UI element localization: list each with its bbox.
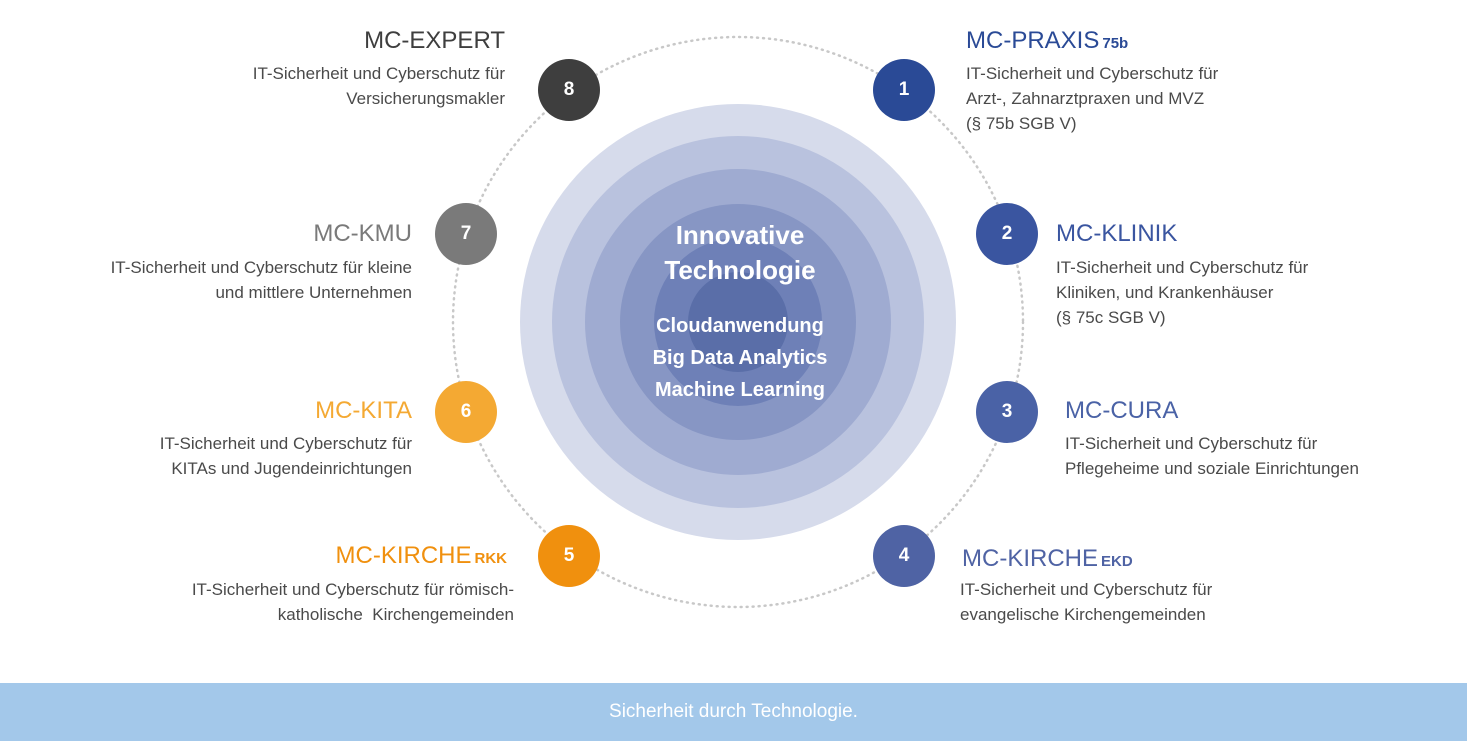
title-suffix: EKD — [1101, 553, 1133, 570]
title-text: MC-EXPERT — [364, 27, 505, 54]
product-desc-mc-praxis: IT-Sicherheit und Cyberschutz für Arzt-,… — [966, 61, 1218, 136]
number-badge-7: 7 — [435, 203, 497, 265]
desc-line: Pflegeheime und soziale Einrichtungen — [1065, 459, 1359, 478]
desc-line: Kliniken, und Krankenhäuser — [1056, 283, 1274, 302]
center-item-bigdata: Big Data Analytics — [652, 347, 828, 369]
center-item-ml: Machine Learning — [654, 379, 826, 401]
title-text: MC-PRAXIS — [966, 27, 1100, 54]
desc-line: (§ 75b SGB V) — [966, 114, 1077, 133]
title-text: MC-KMU — [313, 220, 412, 247]
desc-line: evangelische Kirchengemeinden — [960, 605, 1206, 624]
desc-line: Versicherungsmakler — [346, 89, 505, 108]
center-title-line2: Technologie — [664, 255, 816, 285]
ring-core — [688, 272, 788, 372]
product-desc-mc-klinik: IT-Sicherheit und Cyberschutz für Klinik… — [1056, 255, 1308, 330]
desc-line: (§ 75c SGB V) — [1056, 308, 1166, 327]
number-badge-6: 6 — [435, 381, 497, 443]
desc-line: IT-Sicherheit und Cyberschutz für kleine — [110, 258, 412, 277]
footer-banner: Sicherheit durch Technologie. — [0, 683, 1467, 741]
desc-line: IT-Sicherheit und Cyberschutz für — [1065, 434, 1318, 453]
desc-line: IT-Sicherheit und Cyberschutz für — [966, 64, 1219, 83]
dotted-orbit — [451, 35, 1025, 609]
title-text: MC-KIRCHE — [962, 545, 1098, 572]
product-title-mc-kita[interactable]: MC-KITA — [315, 396, 412, 426]
number-badge-8: 8 — [538, 59, 600, 121]
desc-line: IT-Sicherheit und Cyberschutz für — [252, 64, 505, 83]
number-badge-5: 5 — [538, 525, 600, 587]
title-suffix: RKK — [474, 550, 508, 567]
title-text: MC-KIRCHE — [335, 542, 472, 569]
number-badge-2: 2 — [976, 203, 1038, 265]
product-desc-mc-expert: IT-Sicherheit und Cyberschutz für Versic… — [253, 61, 505, 111]
product-title-mc-cura[interactable]: MC-CURA — [1065, 396, 1178, 426]
product-desc-mc-kirche-rkk: IT-Sicherheit und Cyberschutz für römisc… — [192, 577, 514, 627]
desc-line: und mittlere Unternehmen — [215, 283, 412, 302]
product-desc-mc-kirche-ekd: IT-Sicherheit und Cyberschutz für evange… — [960, 577, 1212, 627]
center-title: Innovative Technologie — [590, 218, 890, 288]
product-title-mc-klinik[interactable]: MC-KLINIK — [1056, 219, 1177, 249]
title-text: MC-KITA — [315, 397, 412, 424]
number-badge-1: 1 — [873, 59, 935, 121]
title-text: MC-CURA — [1065, 397, 1179, 424]
desc-line: KITAs und Jugendeinrichtungen — [171, 459, 412, 478]
product-title-mc-expert[interactable]: MC-EXPERT — [364, 26, 505, 56]
title-suffix: 75b — [1102, 35, 1129, 52]
title-text: MC-KLINIK — [1056, 220, 1178, 247]
desc-line: IT-Sicherheit und Cyberschutz für — [960, 580, 1213, 599]
center-item-cloud: Cloudanwendung — [656, 315, 824, 337]
desc-line: katholische Kirchengemeinden — [277, 605, 514, 624]
center-title-line1: Innovative — [675, 220, 805, 250]
footer-slogan: Sicherheit durch Technologie. — [609, 701, 858, 722]
product-desc-mc-kmu: IT-Sicherheit und Cyberschutz für kleine… — [111, 255, 412, 305]
desc-line: IT-Sicherheit und Cyberschutz für — [1056, 258, 1309, 277]
product-title-mc-kmu[interactable]: MC-KMU — [313, 219, 412, 249]
desc-line: IT-Sicherheit und Cyberschutz für — [159, 434, 412, 453]
product-desc-mc-cura: IT-Sicherheit und Cyberschutz für Pflege… — [1065, 431, 1359, 481]
number-badge-3: 3 — [976, 381, 1038, 443]
number-badge-4: 4 — [873, 525, 935, 587]
desc-line: Arzt-, Zahnarztpraxen und MVZ — [966, 89, 1205, 108]
desc-line: IT-Sicherheit und Cyberschutz für römisc… — [191, 580, 514, 599]
product-desc-mc-kita: IT-Sicherheit und Cyberschutz für KITAs … — [160, 431, 412, 481]
